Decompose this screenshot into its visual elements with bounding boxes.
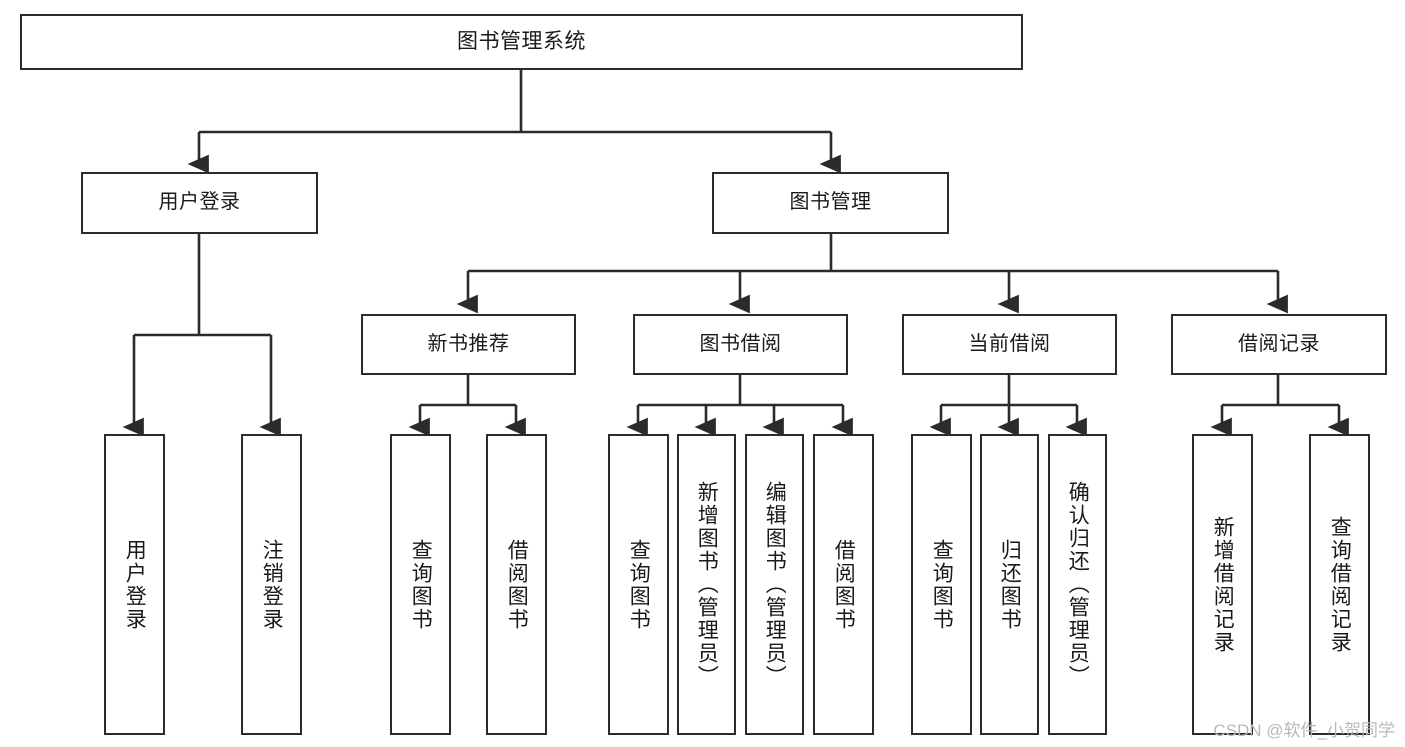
node-new-book-recommend[interactable]: 新书推荐 (361, 314, 576, 375)
node-label: 新增图书（管理员） (695, 481, 719, 688)
node-label: 注销登录 (260, 538, 284, 631)
node-label: 查询图书 (627, 538, 651, 631)
node-book-management[interactable]: 图书管理 (712, 172, 949, 234)
leaf-confirm-return-admin[interactable]: 确认归还（管理员） (1048, 434, 1107, 735)
leaf-logout[interactable]: 注销登录 (241, 434, 302, 735)
node-label: 借阅图书 (832, 538, 856, 631)
node-label: 归还图书 (998, 538, 1022, 631)
node-current-borrow[interactable]: 当前借阅 (902, 314, 1117, 375)
leaf-query-borrow-record[interactable]: 查询借阅记录 (1309, 434, 1370, 735)
node-label: 确认归还（管理员） (1066, 481, 1090, 688)
leaf-add-borrow-record[interactable]: 新增借阅记录 (1192, 434, 1253, 735)
node-label: 图书借阅 (699, 332, 782, 355)
node-label: 查询借阅记录 (1328, 515, 1352, 654)
node-label: 用户登录 (158, 191, 241, 214)
watermark-text: CSDN @软件_小贺同学 (1213, 721, 1395, 740)
node-user-login[interactable]: 用户登录 (81, 172, 318, 234)
node-label: 编辑图书（管理员） (763, 481, 787, 688)
node-label: 图书管理 (789, 191, 872, 214)
node-label: 借阅图书 (505, 538, 529, 631)
node-label: 新增借阅记录 (1211, 515, 1235, 654)
node-label: 图书管理系统 (457, 29, 586, 53)
node-root-system[interactable]: 图书管理系统 (20, 14, 1023, 70)
leaf-query-book-newbook[interactable]: 查询图书 (390, 434, 451, 735)
node-label: 查询图书 (930, 538, 954, 631)
node-book-borrow[interactable]: 图书借阅 (633, 314, 848, 375)
leaf-add-book-admin[interactable]: 新增图书（管理员） (677, 434, 736, 735)
leaf-borrow-book-newbook[interactable]: 借阅图书 (486, 434, 547, 735)
leaf-query-book-current[interactable]: 查询图书 (911, 434, 972, 735)
node-borrow-record[interactable]: 借阅记录 (1171, 314, 1387, 375)
leaf-user-login[interactable]: 用户登录 (104, 434, 165, 735)
leaf-query-book-borrow[interactable]: 查询图书 (608, 434, 669, 735)
leaf-borrow-book[interactable]: 借阅图书 (813, 434, 874, 735)
node-label: 新书推荐 (427, 332, 510, 355)
leaf-return-book[interactable]: 归还图书 (980, 434, 1039, 735)
node-label: 用户登录 (123, 538, 147, 631)
node-label: 借阅记录 (1238, 332, 1320, 355)
leaf-edit-book-admin[interactable]: 编辑图书（管理员） (745, 434, 804, 735)
node-label: 当前借阅 (968, 332, 1051, 355)
node-label: 查询图书 (409, 538, 433, 631)
